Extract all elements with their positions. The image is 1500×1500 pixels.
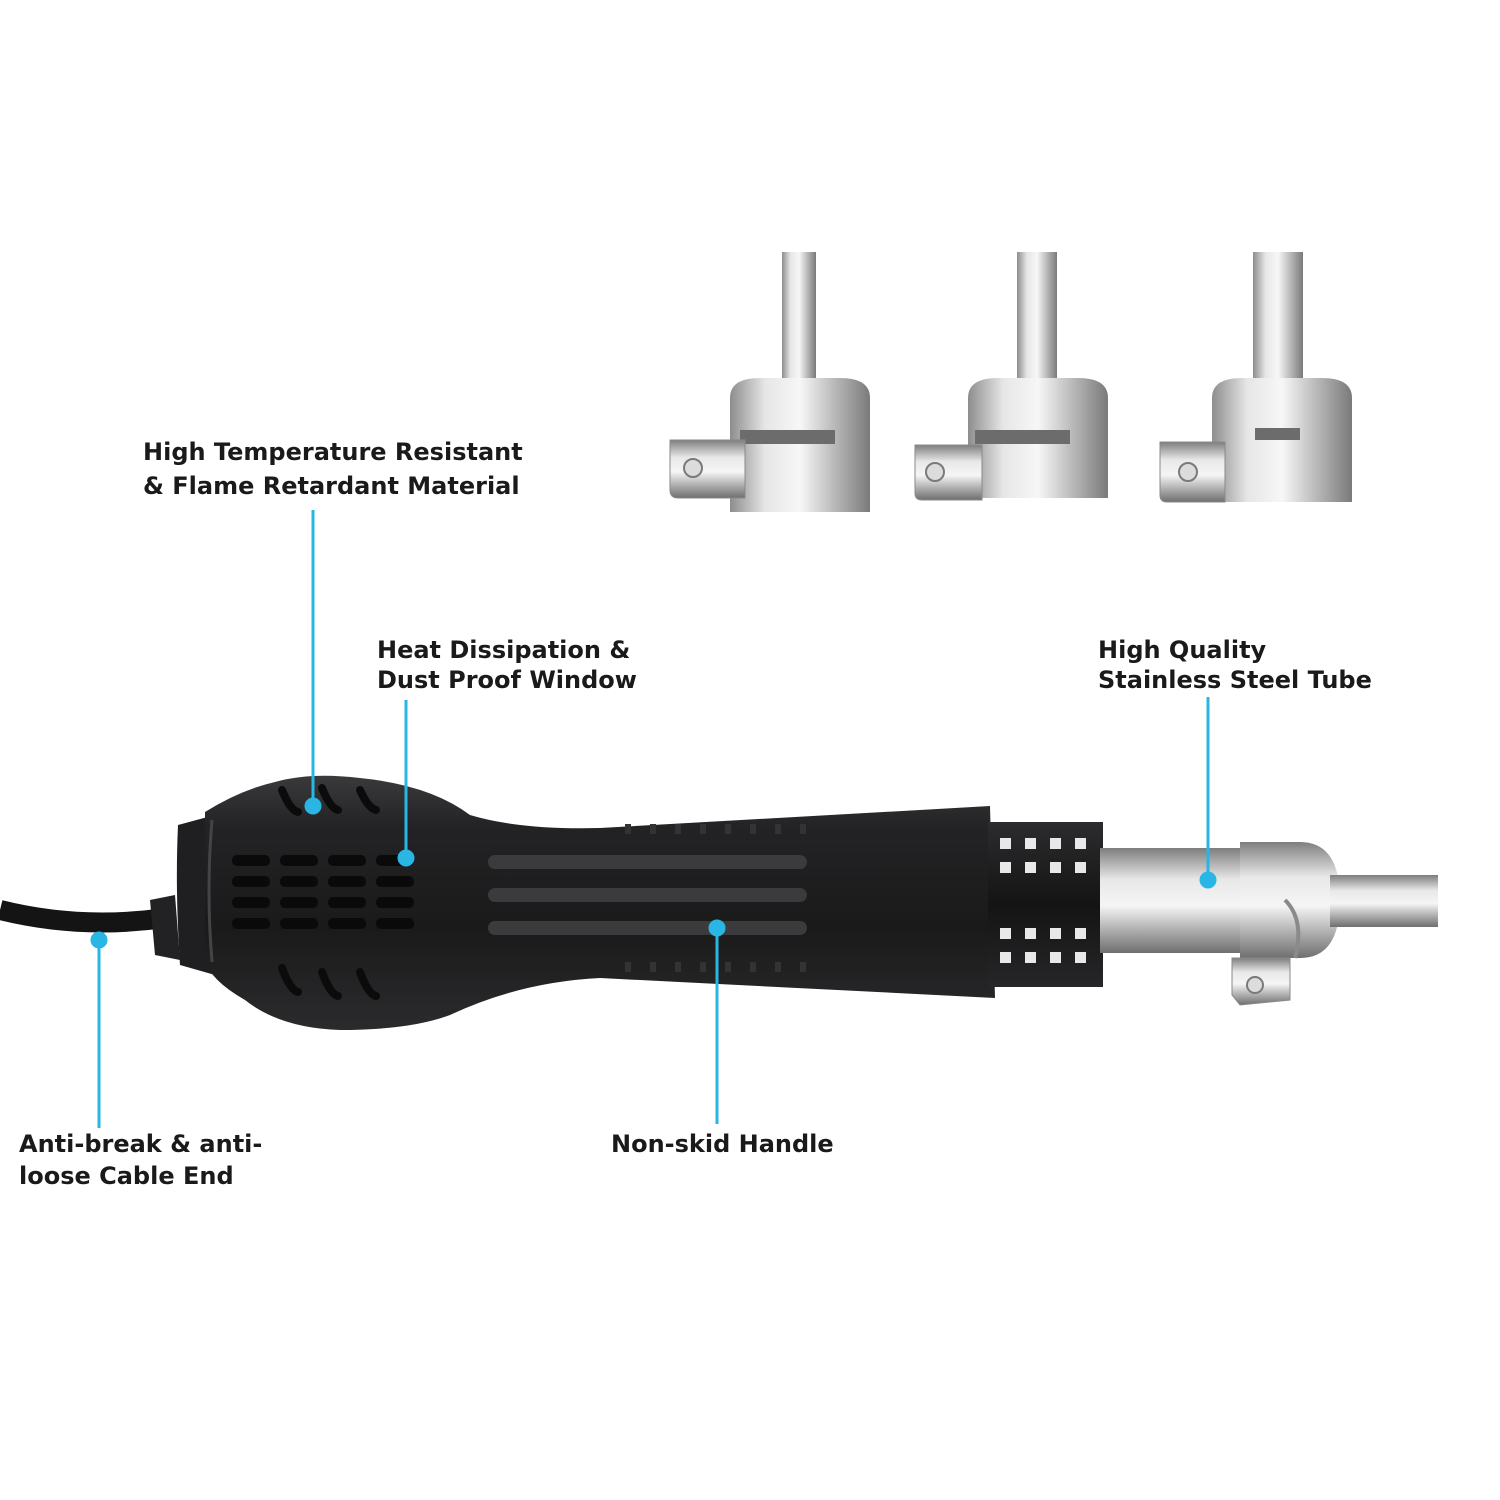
callout-cable-line1: Anti-break & anti- — [19, 1130, 263, 1158]
front-vent-collar — [988, 822, 1103, 987]
callout-handle-line1: Non-skid Handle — [611, 1130, 834, 1158]
tube-pointer-dot — [1199, 871, 1217, 889]
window-pointer-dot — [397, 849, 415, 867]
callout-tube-line2: Stainless Steel Tube — [1098, 666, 1372, 694]
nozzle-medium — [914, 252, 1108, 501]
cable-pointer-dot — [90, 931, 108, 949]
callout-tube: High Quality Stainless Steel Tube — [1098, 635, 1372, 695]
callout-handle: Non-skid Handle — [611, 1127, 834, 1161]
nozzle-set — [669, 252, 1352, 512]
heat-gun-handle — [176, 775, 1103, 1030]
nozzle-large — [1159, 252, 1352, 503]
callout-material-line1: High Temperature Resistant — [143, 438, 523, 466]
material-pointer-dot — [304, 797, 322, 815]
callout-tube-line1: High Quality — [1098, 636, 1267, 664]
callout-material: High Temperature Resistant & Flame Retar… — [143, 435, 523, 503]
callout-cable-line2: loose Cable End — [19, 1162, 234, 1190]
heat-dissipation-window — [232, 855, 414, 929]
power-cable — [0, 895, 180, 960]
grip-dashes — [625, 824, 806, 972]
callout-material-line2: & Flame Retardant Material — [143, 472, 520, 500]
callout-cable: Anti-break & anti- loose Cable End — [19, 1128, 262, 1192]
top-vent-slots — [278, 784, 380, 1000]
callout-pointers — [90, 510, 1217, 1128]
callout-window-line2: Dust Proof Window — [377, 666, 637, 694]
grip-grooves — [488, 855, 807, 935]
callout-window: Heat Dissipation & Dust Proof Window — [377, 635, 637, 695]
nozzle-small — [669, 252, 870, 512]
handle-pointer-dot — [708, 919, 726, 937]
callout-window-line1: Heat Dissipation & — [377, 636, 631, 664]
stainless-steel-tube — [1100, 842, 1438, 1006]
